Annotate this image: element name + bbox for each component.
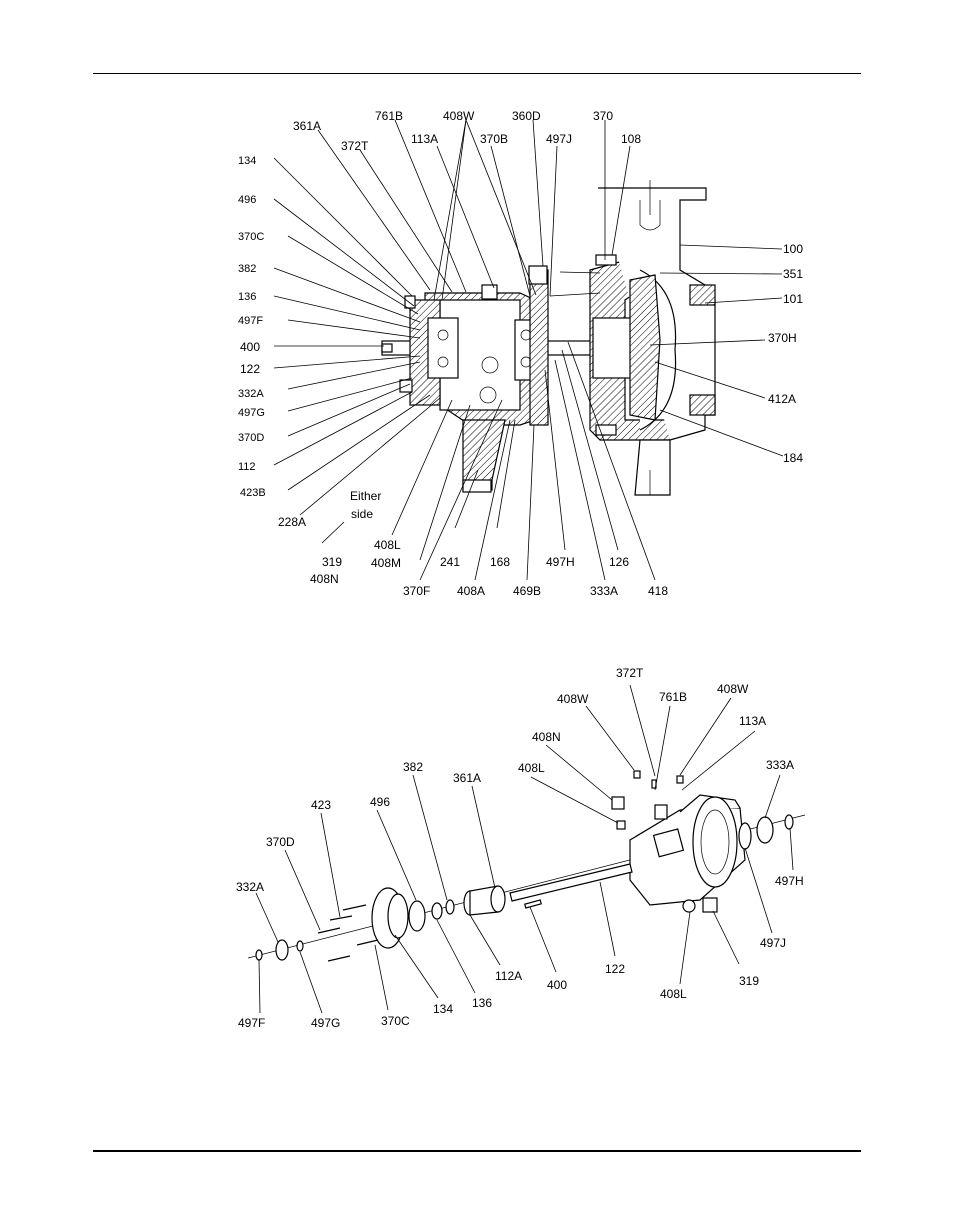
footer-rule: [93, 1150, 861, 1152]
label: 418: [648, 584, 668, 598]
bottom-leaders: [255, 684, 794, 1014]
label: 408N: [532, 730, 561, 744]
label: 497F: [238, 1016, 265, 1030]
label: 122: [240, 362, 260, 376]
label: 319: [322, 555, 342, 569]
adapter: [529, 269, 549, 426]
label: 100: [783, 242, 803, 256]
outboard-bearing: [427, 317, 459, 379]
label: 497F: [238, 315, 263, 327]
label: 136: [472, 996, 492, 1010]
label: 382: [238, 263, 256, 275]
label: 332A: [238, 388, 264, 400]
label: 113A: [411, 132, 438, 146]
label: 497G: [311, 1016, 340, 1030]
exploded-view: [247, 770, 806, 962]
shaft: [509, 863, 633, 902]
frame-foot: [462, 419, 506, 491]
label: Either: [350, 489, 381, 503]
label: 108: [621, 132, 641, 146]
label: 497H: [546, 555, 575, 569]
label: 113A: [739, 714, 766, 728]
seal-chamber: [592, 317, 634, 379]
label: 112A: [495, 969, 522, 983]
label: 761B: [659, 690, 687, 704]
label: 370C: [381, 1014, 410, 1028]
label: 408W: [557, 692, 589, 706]
o-ring-large: [408, 900, 426, 932]
label: 370C: [238, 231, 264, 243]
label: 497H: [775, 874, 804, 888]
label: 361A: [453, 771, 481, 785]
label: 370B: [480, 132, 508, 146]
label: 372T: [341, 139, 369, 153]
label: 126: [609, 555, 629, 569]
label: 112: [238, 461, 256, 473]
label: 360D: [512, 109, 541, 123]
label: 423B: [240, 487, 266, 499]
oiler: [654, 804, 668, 820]
label: 319: [739, 974, 759, 988]
label: 408N: [310, 572, 339, 586]
label: 382: [403, 760, 423, 774]
label: 408L: [518, 761, 545, 775]
label: 101: [783, 292, 803, 306]
bottom-labels: 372T 761B 408W 408W 113A 408N 333A 408L …: [236, 666, 804, 1030]
label: 370: [593, 109, 613, 123]
label: 412A: [768, 392, 796, 406]
label: 122: [605, 962, 625, 976]
label: 351: [783, 267, 803, 281]
top-labels: 361A 761B 408W 360D 370 134 372T 113A 37…: [238, 109, 803, 598]
label: 497J: [760, 936, 786, 950]
label: 134: [433, 1002, 453, 1016]
label: 168: [490, 555, 510, 569]
label: 408W: [717, 682, 749, 696]
label: 496: [238, 194, 256, 206]
label: 370H: [768, 331, 797, 345]
label: 333A: [766, 758, 794, 772]
label: 136: [238, 291, 256, 303]
label: 333A: [590, 584, 618, 598]
label: 241: [440, 555, 460, 569]
header-rule: [93, 73, 861, 74]
o-ring: [738, 822, 752, 850]
label: 370F: [403, 584, 430, 598]
label: side: [351, 507, 373, 521]
label: 228A: [278, 515, 306, 529]
label: 469B: [513, 584, 541, 598]
label: 408L: [374, 538, 401, 552]
label: 408A: [457, 584, 485, 598]
label: 761B: [375, 109, 403, 123]
label: 361A: [293, 119, 321, 133]
label: 497J: [546, 132, 572, 146]
impeller: [629, 274, 661, 421]
top-leaders: [273, 119, 784, 581]
label: 496: [370, 795, 390, 809]
labyrinth: [756, 816, 774, 844]
label: 400: [240, 340, 260, 354]
label: 400: [547, 978, 567, 992]
frame-flange: [692, 796, 738, 888]
label: 408L: [660, 987, 687, 1001]
sectional-view: [381, 180, 716, 496]
label: 134: [238, 155, 256, 167]
v-ring: [275, 939, 289, 961]
label: 332A: [236, 880, 264, 894]
label: 370D: [266, 835, 295, 849]
label: 184: [783, 451, 803, 465]
label: 408M: [371, 556, 401, 570]
label: 423: [311, 798, 331, 812]
label: 408W: [443, 109, 475, 123]
label: 370D: [238, 432, 264, 444]
label: 497G: [238, 407, 265, 419]
label: 372T: [616, 666, 644, 680]
